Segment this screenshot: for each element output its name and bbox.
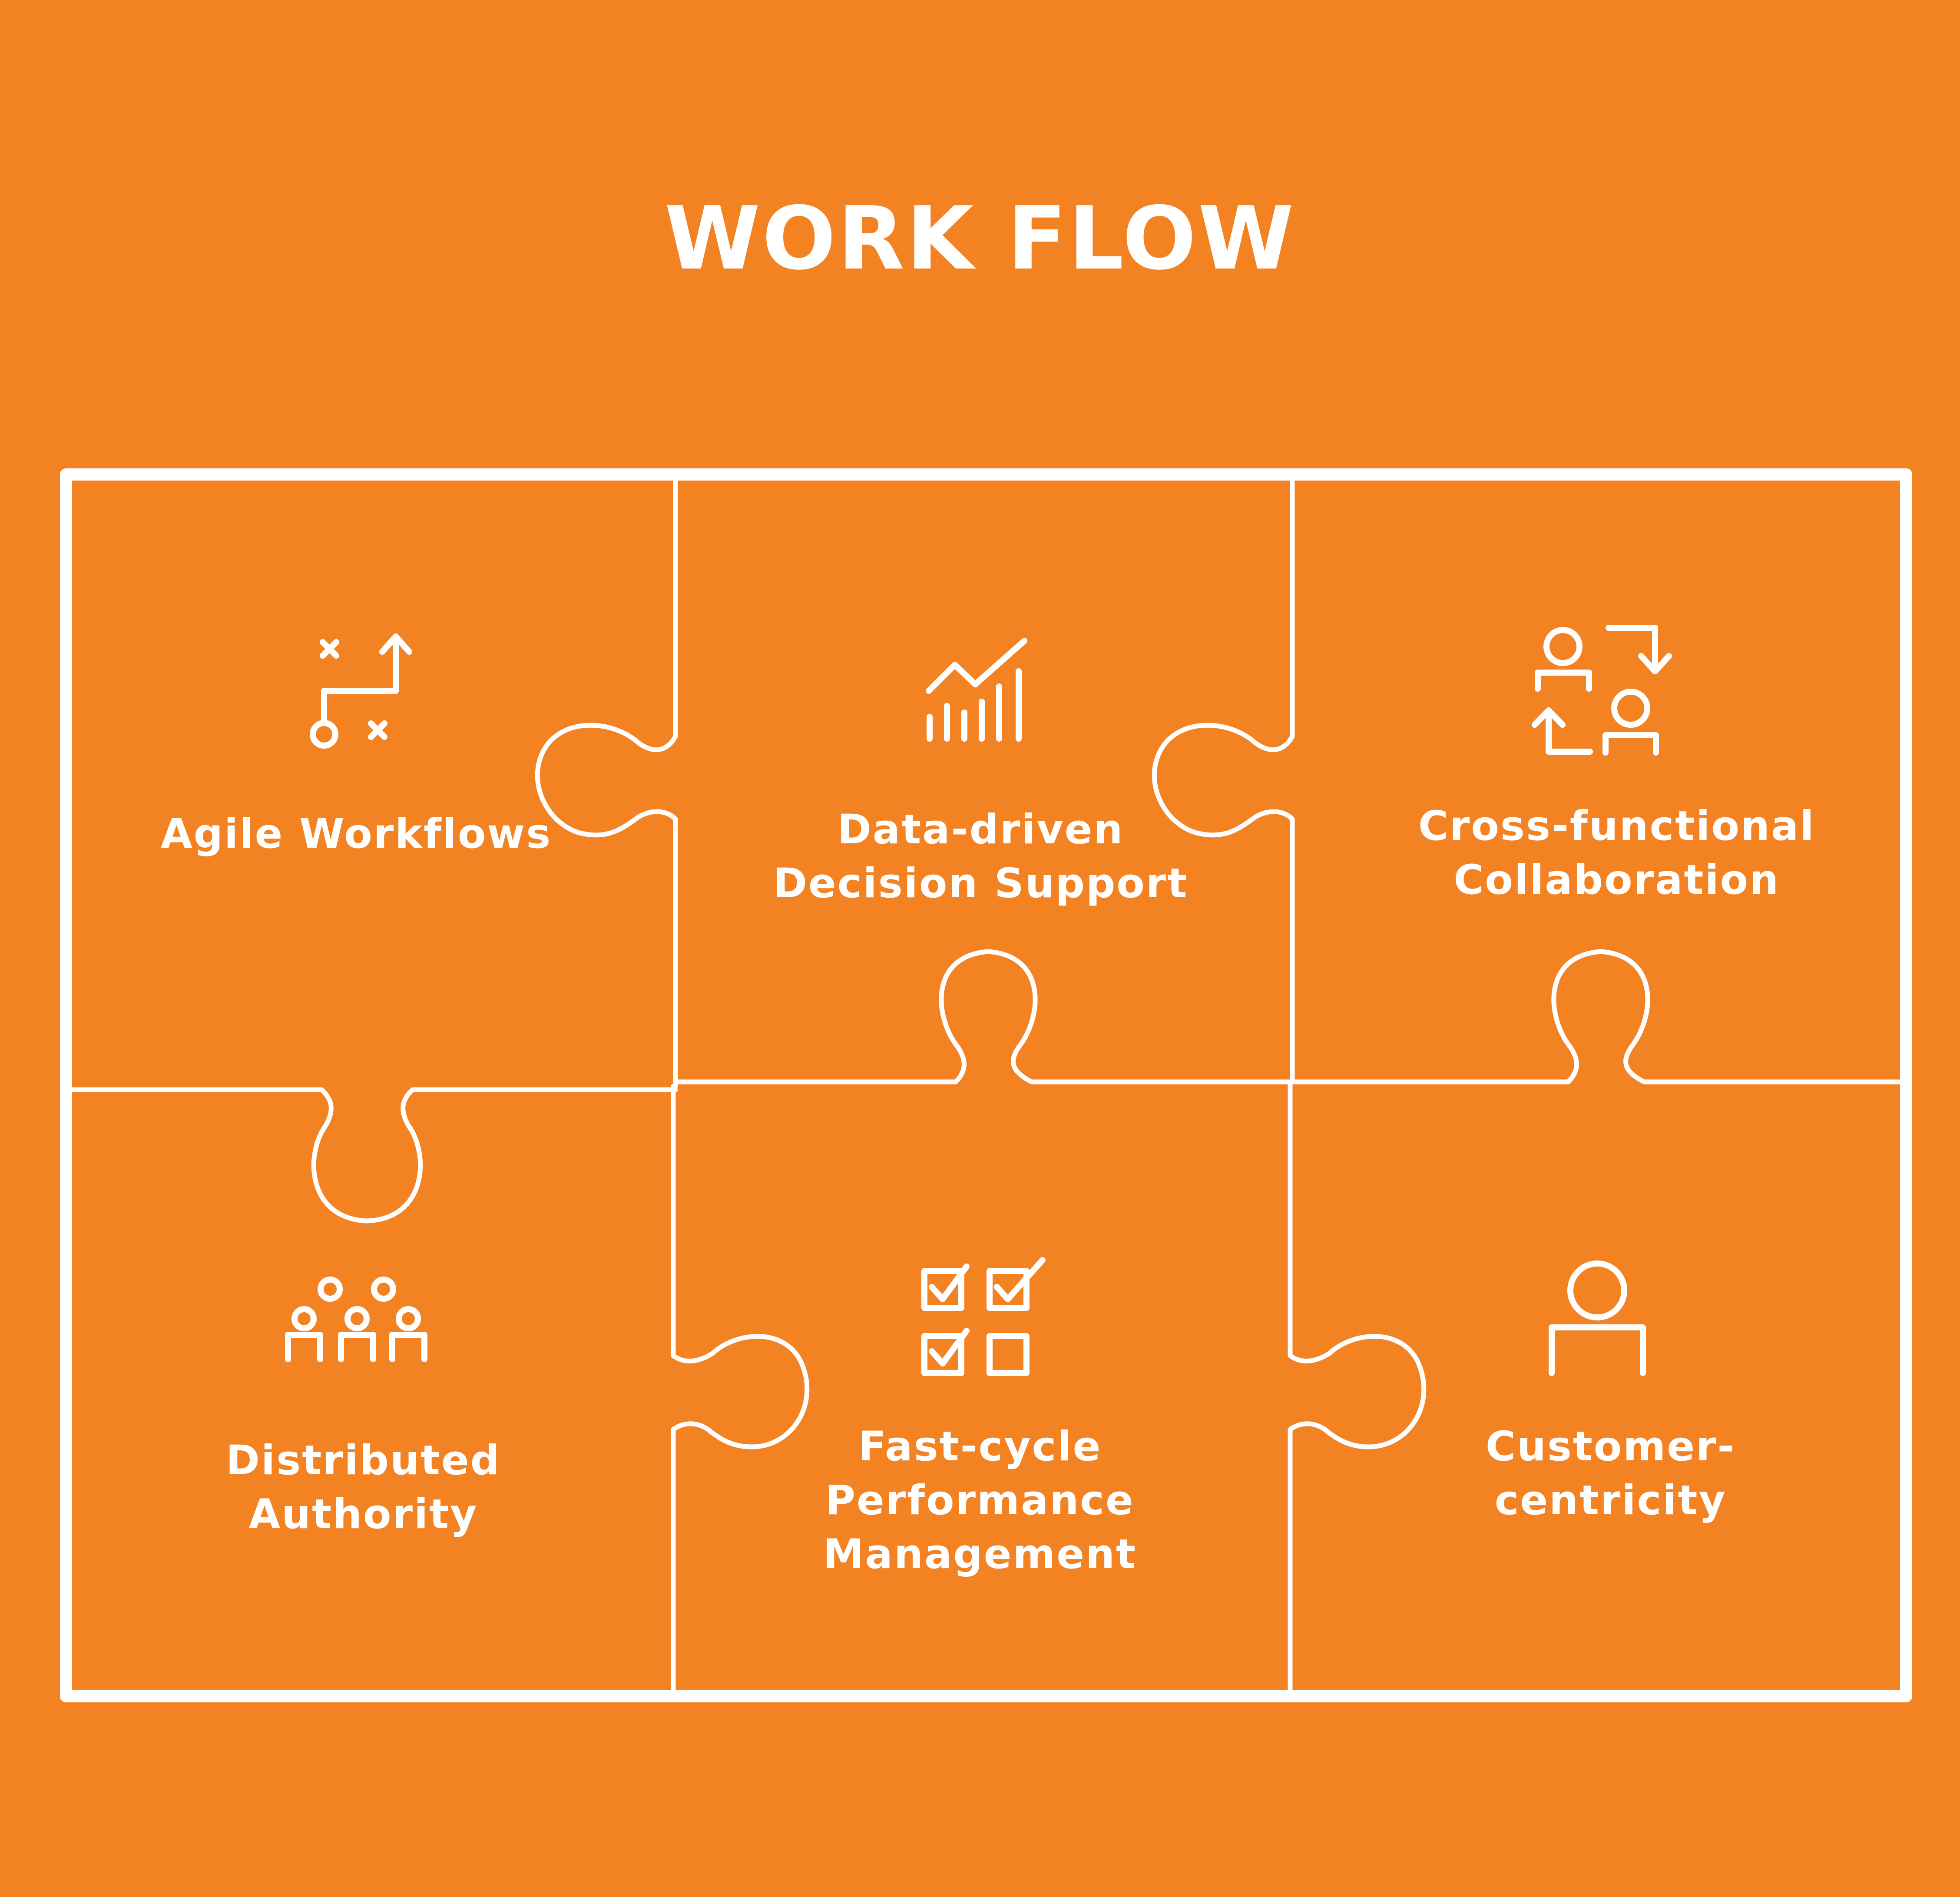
label-fast-cycle: Fast-cycle Performance Management: [823, 1423, 1137, 1578]
label-data-driven: Data-driven Decision Support: [773, 806, 1189, 907]
team-group-icon: [285, 1277, 427, 1362]
bar-chart-trend-icon: [926, 638, 1027, 742]
label-cross-functional: Cross-functional Collaboration: [1418, 803, 1815, 904]
checklist-icon: [921, 1257, 1046, 1376]
label-customer-centricity: Customer- centricity: [1486, 1423, 1736, 1524]
people-exchange-icon: [1532, 625, 1672, 756]
page-title: WORK FLOW: [664, 188, 1296, 289]
label-agile-workflows: Agile Workflows: [161, 810, 552, 858]
user-icon: [1549, 1260, 1646, 1376]
puzzle-seams: [69, 477, 1904, 1694]
label-distributed-authority: Distributed Authority: [226, 1437, 501, 1538]
puzzle-frame: [60, 468, 1912, 1702]
workflow-strategy-icon: [310, 633, 412, 749]
